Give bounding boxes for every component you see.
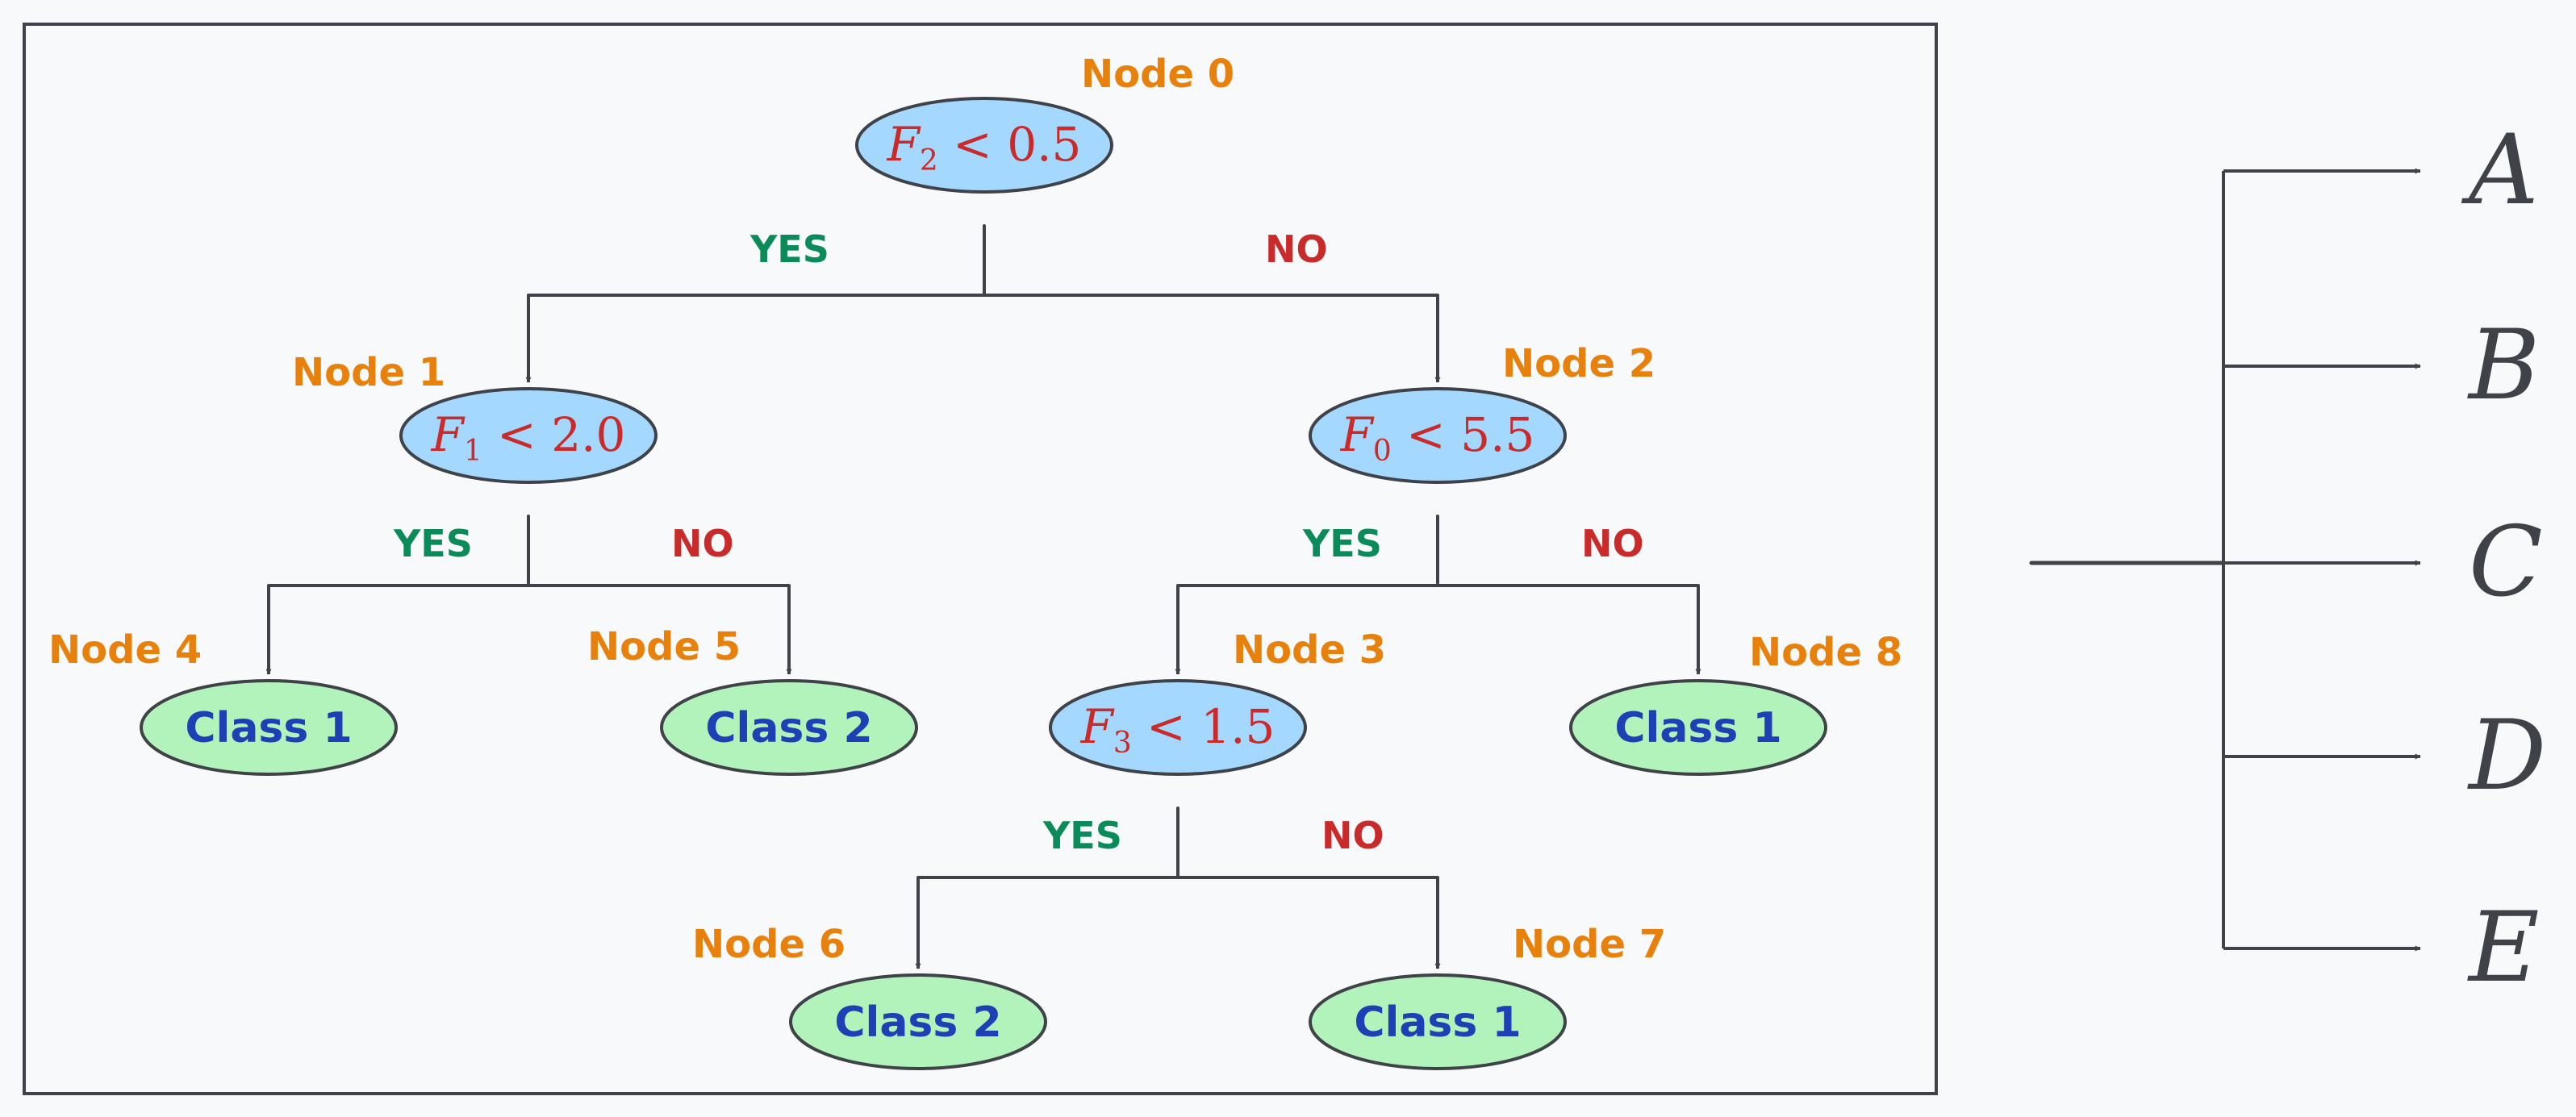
class-label: Class 2 (705, 704, 872, 752)
leaf-node-shape (1569, 679, 1827, 776)
option-a: A (2223, 115, 2539, 227)
yes-label: YES (393, 522, 473, 565)
node-label: Node 3 (1233, 627, 1386, 673)
leaf-node-shape (660, 679, 918, 776)
node-label: Node 6 (692, 922, 845, 967)
feature-symbol: F (1080, 699, 1115, 754)
no-label: NO (1265, 227, 1328, 271)
node-label: Node 8 (1749, 630, 1902, 675)
decision-node-2: F0 < 5.5 Node 2 (1309, 341, 1655, 484)
leaf-node-4: Class 1 Node 4 (48, 627, 398, 776)
node-label: Node 2 (1502, 341, 1655, 386)
node-label: Node 5 (587, 624, 741, 669)
threshold: < 1.5 (1132, 699, 1275, 754)
feature-index: 0 (1373, 435, 1392, 468)
threshold: < 5.5 (1392, 407, 1535, 462)
branch-labels: YES NO YES NO YES NO YES NO (393, 227, 1644, 857)
class-label: Class 1 (1614, 704, 1781, 752)
decision-node-shape (1309, 387, 1567, 484)
threshold: < 2.0 (482, 407, 626, 462)
yes-label: YES (749, 227, 829, 271)
node-label: Node 1 (292, 350, 445, 395)
option-b: B (2223, 310, 2540, 422)
feature-index: 2 (920, 144, 938, 177)
decision-node-0: F2 < 0.5 Node 0 (855, 52, 1234, 194)
feature-symbol: F (1340, 407, 1375, 462)
leaf-node-7: Class 1 Node 7 (1309, 922, 1666, 1070)
tree-edges (265, 224, 1701, 969)
option-letter: C (2469, 506, 2543, 619)
leaf-node-shape (1309, 973, 1567, 1070)
leaf-node-8: Class 1 Node 8 (1569, 630, 1902, 776)
feature-symbol: F (431, 407, 466, 462)
option-letter: E (2467, 892, 2540, 1004)
branch-node-2 (1175, 515, 1701, 675)
feature-index: 3 (1113, 727, 1132, 760)
leaf-node-shape (789, 973, 1047, 1070)
threshold: < 0.5 (938, 117, 1082, 172)
branch-arrows (915, 876, 1441, 969)
branch-node-3 (915, 806, 1441, 969)
split-condition: F2 < 0.5 (887, 117, 1082, 177)
feature-index: 1 (464, 435, 482, 468)
yes-label: YES (1042, 814, 1122, 857)
class-label: Class 2 (834, 998, 1001, 1047)
branch-arrows (525, 294, 1441, 383)
option-d: D (2223, 700, 2546, 812)
class-label: Class 1 (185, 704, 352, 752)
option-letter: A (2461, 115, 2539, 227)
option-e: E (2223, 892, 2540, 1004)
branch-arrows (1175, 584, 1701, 675)
option-letter: B (2467, 310, 2540, 422)
yes-label: YES (1302, 522, 1382, 565)
leaf-node-shape (140, 679, 398, 776)
no-label: NO (1581, 522, 1644, 565)
branch-arrows (265, 584, 792, 675)
option-c: C (2223, 506, 2543, 619)
branch-node-1 (265, 515, 792, 675)
branch-node-0 (525, 224, 1441, 383)
node-label: Node 4 (48, 627, 202, 673)
split-condition: F0 < 5.5 (1340, 407, 1535, 468)
decision-node-shape (399, 387, 658, 484)
class-label: Class 1 (1354, 998, 1521, 1047)
node-label: Node 0 (1081, 52, 1234, 97)
decision-node-shape (855, 97, 1113, 194)
leaf-node-6: Class 2 Node 6 (692, 922, 1047, 1070)
option-letter: D (2467, 700, 2546, 812)
feature-symbol: F (887, 117, 921, 172)
decision-node-1: F1 < 2.0 Node 1 (292, 350, 658, 484)
split-condition: F1 < 2.0 (431, 407, 626, 468)
node-label: Node 7 (1513, 922, 1666, 967)
no-label: NO (1321, 814, 1384, 857)
tree-frame (23, 23, 1938, 1095)
decision-node-3: F3 < 1.5 Node 3 (1049, 627, 1386, 776)
no-label: NO (671, 522, 734, 565)
split-condition: F3 < 1.5 (1080, 699, 1275, 760)
decision-node-shape (1049, 679, 1307, 776)
leaf-node-5: Class 2 Node 5 (587, 624, 918, 776)
